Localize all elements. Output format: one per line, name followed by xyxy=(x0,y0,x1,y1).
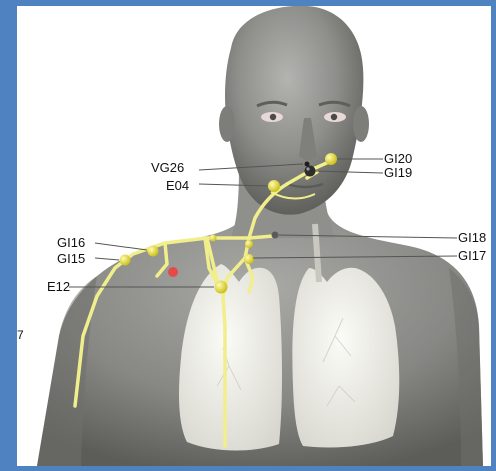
point-red xyxy=(168,267,178,277)
lung-right xyxy=(292,268,399,448)
anatomy-illustration xyxy=(17,6,491,466)
point-gi17 xyxy=(244,254,254,264)
point-e04 xyxy=(268,180,280,192)
label-gi20: GI20 xyxy=(384,152,412,166)
edge-number: 7 xyxy=(17,329,24,341)
point-gi19 xyxy=(305,166,316,177)
point-gi15 xyxy=(120,255,131,266)
point-e12 xyxy=(215,281,228,294)
label-gi19: GI19 xyxy=(384,166,412,180)
label-e04: E04 xyxy=(166,179,189,193)
point-gi20 xyxy=(325,153,337,165)
diagram-panel: VG26 E04 GI20 GI19 GI16 GI15 GI18 GI17 E… xyxy=(17,6,491,466)
head xyxy=(225,6,363,215)
label-gi17: GI17 xyxy=(458,249,486,263)
label-e12: E12 xyxy=(47,280,70,294)
trachea xyxy=(315,224,319,282)
ear-right xyxy=(353,106,369,142)
point-gi16 xyxy=(148,246,159,257)
label-vg26: VG26 xyxy=(151,161,184,175)
label-gi16: GI16 xyxy=(57,236,85,250)
label-gi18: GI18 xyxy=(458,231,486,245)
point-vg26 xyxy=(305,162,310,167)
point-gi18 xyxy=(272,232,279,239)
label-gi15: GI15 xyxy=(57,252,85,266)
ear-left xyxy=(219,106,235,142)
